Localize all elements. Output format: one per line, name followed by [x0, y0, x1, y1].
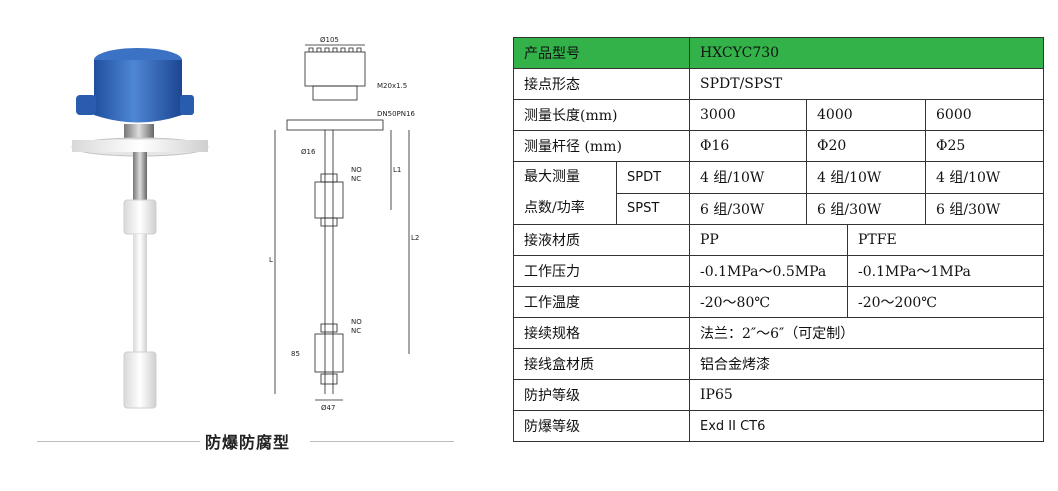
- label-contact: 接点形态: [513, 68, 690, 100]
- value-rod-3: Φ25: [925, 130, 1044, 162]
- product-photo: [71, 48, 209, 409]
- dim-d47: Ø47: [321, 404, 335, 412]
- value-material-1: PP: [689, 224, 848, 256]
- value-material-2: PTFE: [847, 224, 1044, 256]
- label-rod: 测量杆径 (mm): [513, 130, 690, 162]
- dim-l2: L2: [411, 234, 419, 242]
- value-rod-1: Φ16: [689, 130, 807, 162]
- value-spdt-3: 4 组/10W: [925, 161, 1044, 194]
- row-connection: 接续规格 法兰：2″～6″（可定制）: [513, 317, 1044, 349]
- label-material: 接液材质: [513, 224, 690, 256]
- value-connection: 法兰：2″～6″（可定制）: [689, 317, 1044, 349]
- dim-thread: M20x1.5: [377, 82, 407, 90]
- label-connection: 接续规格: [513, 317, 690, 349]
- value-housing: 铝合金烤漆: [689, 348, 1044, 380]
- row-model: 产品型号 HXCYC730: [513, 37, 1044, 69]
- dim-l1: L1: [393, 166, 401, 174]
- label-maxpoints-line2: 点数/功率: [524, 200, 585, 216]
- value-rod-2: Φ20: [806, 130, 926, 162]
- row-pressure: 工作压力 -0.1MPa～0.5MPa -0.1MPa～1MPa: [513, 255, 1044, 287]
- value-length-2: 4000: [806, 99, 926, 131]
- label-maxpoints-line1: 最大测量: [524, 169, 580, 185]
- caption: 防爆防腐型: [205, 433, 291, 452]
- value-temperature-1: -20～80℃: [689, 286, 848, 318]
- label-pressure: 工作压力: [513, 255, 690, 287]
- value-spdt-1: 4 组/10W: [689, 161, 807, 194]
- row-housing: 接线盒材质 铝合金烤漆: [513, 348, 1044, 380]
- row-protection: 防护等级 IP65: [513, 379, 1044, 411]
- label-housing: 接线盒材质: [513, 348, 690, 380]
- label-temperature: 工作温度: [513, 286, 690, 318]
- label-nc-2: NC: [351, 327, 361, 335]
- value-protection: IP65: [689, 379, 1044, 411]
- label-no-1: NO: [351, 166, 362, 174]
- label-explosion: 防爆等级: [513, 410, 690, 442]
- row-contact: 接点形态 SPDT/SPST: [513, 68, 1044, 100]
- dim-d16: Ø16: [301, 148, 316, 156]
- label-protection: 防护等级: [513, 379, 690, 411]
- value-contact: SPDT/SPST: [689, 68, 1044, 100]
- row-rod: 测量杆径 (mm) Φ16 Φ20 Φ25: [513, 130, 1044, 162]
- dim-85: 85: [291, 350, 300, 358]
- value-temperature-2: -20～200℃: [847, 286, 1044, 318]
- product-figure: Ø105 M20x1.5 DN50PN16 Ø16 NO NC NO NC L1…: [0, 0, 500, 491]
- value-spst-1: 6 组/30W: [689, 192, 807, 225]
- caption-rule-left: [37, 441, 200, 442]
- dimension-drawing: Ø105 M20x1.5 DN50PN16 Ø16 NO NC NO NC L1…: [269, 36, 419, 412]
- value-spdt-2: 4 组/10W: [806, 161, 926, 194]
- label-maxpoints: 最大测量 点数/功率: [513, 161, 617, 225]
- value-spst-3: 6 组/30W: [925, 192, 1044, 225]
- dim-L: L: [269, 256, 273, 264]
- label-spst: SPST: [616, 192, 690, 225]
- row-material: 接液材质 PP PTFE: [513, 224, 1044, 256]
- value-length-3: 6000: [925, 99, 1044, 131]
- dim-flange: DN50PN16: [377, 110, 415, 118]
- value-length-1: 3000: [689, 99, 807, 131]
- label-model: 产品型号: [513, 37, 690, 69]
- value-pressure-1: -0.1MPa～0.5MPa: [689, 255, 848, 287]
- caption-rule-right: [310, 441, 454, 442]
- row-temperature: 工作温度 -20～80℃ -20～200℃: [513, 286, 1044, 318]
- dim-d105: Ø105: [320, 36, 339, 44]
- value-model: HXCYC730: [689, 37, 1044, 69]
- row-spdt: 最大测量 点数/功率 SPDT 4 组/10W 4 组/10W 4 组/10W: [513, 161, 1044, 225]
- row-length: 测量长度(mm) 3000 4000 6000: [513, 99, 1044, 131]
- label-nc-1: NC: [351, 175, 361, 183]
- label-no-2: NO: [351, 318, 362, 326]
- value-spst-2: 6 组/30W: [806, 192, 926, 225]
- spec-table: 产品型号 HXCYC730 接点形态 SPDT/SPST 测量长度(mm) 30…: [513, 37, 1044, 442]
- value-explosion: Exd II CT6: [689, 410, 1044, 442]
- label-length: 测量长度(mm): [513, 99, 690, 131]
- value-pressure-2: -0.1MPa～1MPa: [847, 255, 1044, 287]
- label-spdt: SPDT: [616, 161, 690, 194]
- row-explosion: 防爆等级 Exd II CT6: [513, 410, 1044, 442]
